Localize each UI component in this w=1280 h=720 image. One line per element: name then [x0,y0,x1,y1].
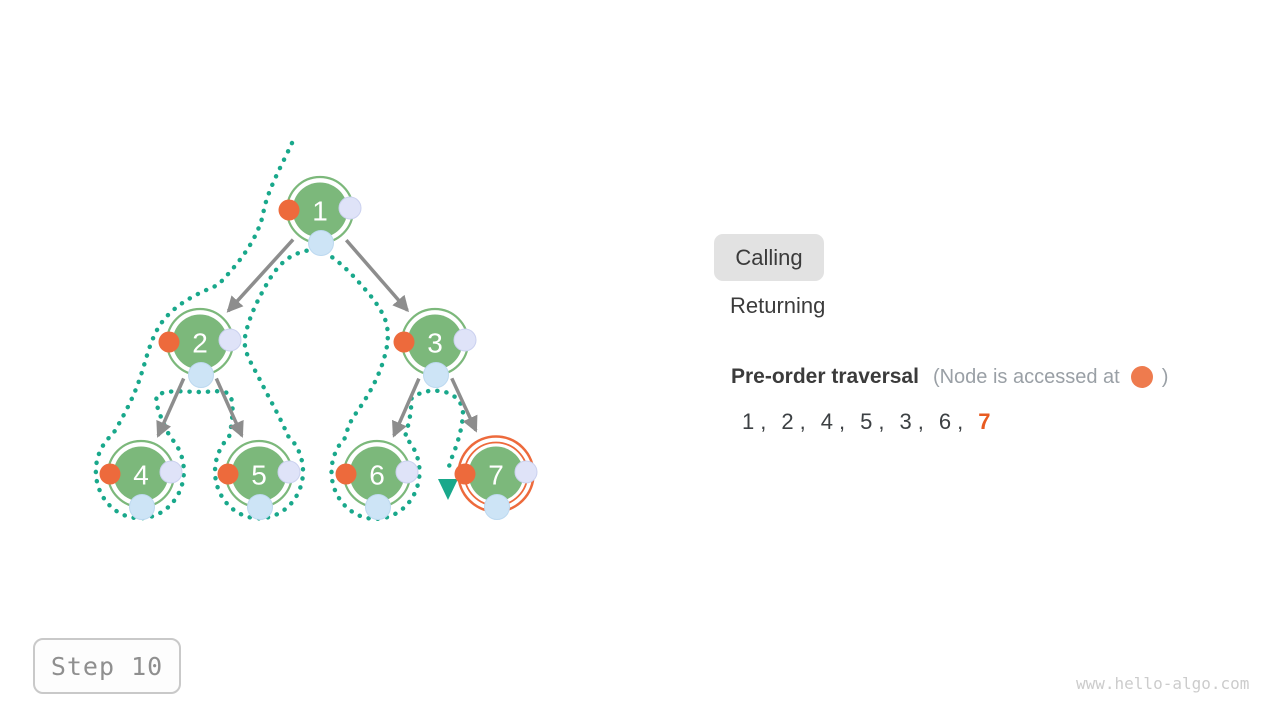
inorder-dot [159,460,183,484]
node-value: 6 [369,460,385,491]
tree-edge-1-3 [344,239,409,313]
access-dot-icon [1130,366,1153,388]
tree-node-5: 5 [217,439,301,520]
node-value: 1 [312,196,328,227]
sequence-separator: , [839,409,846,434]
sequence-value: 2 [781,409,794,434]
sequence-separator: , [878,409,885,434]
node-value: 2 [192,328,208,359]
traversal-header: Pre-order traversal (Node is accessed at… [731,365,1168,389]
inorder-dot [514,460,538,484]
node-value: 4 [133,460,149,491]
sequence-value: 7 [978,409,991,434]
traversal-note-prefix: (Node is accessed at [932,365,1120,388]
sequence-item: 1, [742,409,766,435]
node-circle [349,446,405,502]
sequence-item: 2, [781,409,805,435]
sequence-item: 4, [821,409,845,435]
sequence-separator: , [760,409,767,434]
tree-node-1: 1 [278,175,362,256]
tree-node-4: 4 [99,439,183,520]
node-circle [468,446,524,502]
postorder-dot [423,362,449,388]
sequence-item: 6, [939,409,963,435]
sequence-separator: , [957,409,964,434]
node-circle [292,182,348,238]
step-badge: Step 10 [33,638,181,694]
sequence-separator: , [917,409,924,434]
inorder-dot [218,328,242,352]
inorder-dot [338,196,362,220]
legend-returning-label[interactable]: Returning [730,293,826,318]
tree-edge-2-5 [214,377,244,438]
sequence-value: 5 [860,409,873,434]
sequence-item: 5, [860,409,884,435]
traversal-title: Pre-order traversal [731,365,919,388]
tree-edge-2-4 [156,377,186,438]
site-watermark: www.hello-algo.com [1076,674,1250,693]
sequence-item: 7 [978,409,990,435]
sequence-value: 4 [820,409,833,434]
preorder-access-dot [454,463,476,485]
tree-edge-3-7 [450,377,478,433]
tree-edge-3-6 [392,377,421,438]
tree-node-7: 7 [454,435,538,520]
sequence-value: 3 [899,409,912,434]
traversal-trace-path [93,140,466,522]
traversal-note-suffix: ) [1161,365,1169,388]
inorder-dot [395,460,419,484]
legend-calling-chip[interactable]: Calling [714,234,824,281]
inorder-dot [453,328,477,352]
preorder-access-dot [158,331,180,353]
inorder-dot [277,460,301,484]
tree-node-2: 2 [158,307,242,388]
sequence-item: 3, [900,409,924,435]
marker-layer [438,479,458,500]
postorder-dot [308,230,334,256]
preorder-access-dot [99,463,121,485]
step-label: Step 10 [50,651,164,681]
tree-node-3: 3 [393,307,477,388]
postorder-dot [365,494,391,520]
tree-edges [156,238,478,438]
postorder-dot [129,494,155,520]
preorder-access-dot [393,331,415,353]
tree-edge-1-2 [226,238,295,313]
node-value: 5 [251,460,267,491]
node-circle [407,314,463,370]
sequence-value: 1 [742,409,755,434]
current-position-marker [438,479,458,500]
sequence-separator: , [799,409,806,434]
node-value: 3 [427,328,443,359]
preorder-access-dot [278,199,300,221]
legend-calling-label: Calling [735,244,803,270]
node-circle [113,446,169,502]
node-circle [231,446,287,502]
tree-nodes: 1 2 3 4 5 6 7 [99,175,538,520]
preorder-access-dot [335,463,357,485]
sequence-value: 6 [938,409,952,434]
postorder-dot [188,362,214,388]
node-value: 7 [488,460,504,491]
postorder-dot [484,494,510,520]
postorder-dot [247,494,273,520]
preorder-access-dot [217,463,239,485]
traversal-sequence: 1,2,4,5,3,6,7 [742,409,1006,435]
node-circle [172,314,228,370]
tree-node-6: 6 [335,439,419,520]
